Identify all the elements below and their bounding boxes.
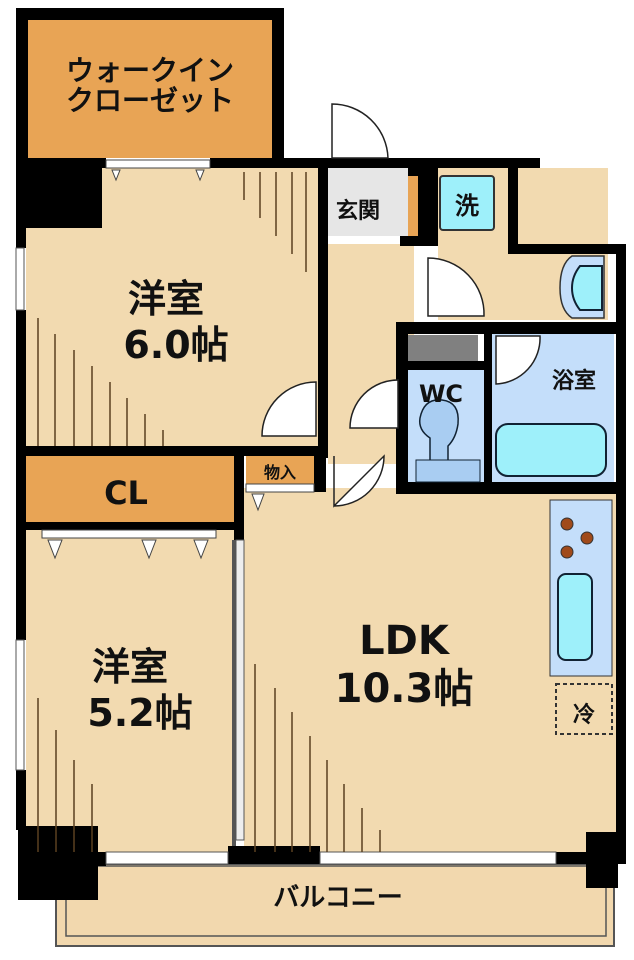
balcony-outline xyxy=(55,863,615,947)
floors xyxy=(26,18,616,852)
western-room-2-label: 洋室 xyxy=(92,645,168,689)
wash-basin-bowl xyxy=(570,265,603,311)
shoe-box xyxy=(408,176,418,236)
bath-door xyxy=(495,335,541,385)
balcony-label: バルコニー xyxy=(273,883,402,913)
window xyxy=(235,539,245,841)
room1-door xyxy=(261,381,317,437)
toilet-shelf xyxy=(408,335,478,361)
closet-doors xyxy=(41,159,315,560)
floor-lines xyxy=(37,172,381,852)
toilet-bowl xyxy=(418,399,459,463)
pillar xyxy=(18,160,102,228)
window xyxy=(15,247,25,311)
toilet-tank xyxy=(415,459,481,483)
refrigerator-label: 冷 xyxy=(573,702,595,728)
stove-burner xyxy=(560,545,574,559)
windows xyxy=(15,247,557,865)
stove-burner xyxy=(580,531,594,545)
ldk-label: LDK xyxy=(359,618,451,664)
storage-floor xyxy=(246,456,314,484)
bathroom-label: 浴室 xyxy=(552,368,596,394)
balcony xyxy=(55,863,615,947)
entrance-label: 玄関 xyxy=(336,198,380,224)
refrigerator-space xyxy=(555,683,613,735)
ldk-door xyxy=(333,454,385,508)
western-room-2-size: 5.2帖 xyxy=(87,691,192,735)
door-swings xyxy=(261,103,541,508)
closet-floor xyxy=(26,456,234,522)
hall-door xyxy=(349,379,399,429)
wash-door xyxy=(427,257,485,317)
window xyxy=(15,639,25,771)
kitchen-sink xyxy=(557,573,593,661)
walk-in-closet-label: ウォークイン xyxy=(66,54,234,87)
balcony-inner xyxy=(65,865,607,937)
western-room-1-size: 6.0帖 xyxy=(123,323,228,367)
window xyxy=(319,851,557,865)
pillar xyxy=(18,826,98,900)
washer-box xyxy=(439,175,495,231)
walk-in-closet-floor xyxy=(26,18,272,158)
ldk-size: 10.3帖 xyxy=(335,666,474,712)
bathtub xyxy=(495,423,607,477)
fixtures xyxy=(408,175,613,735)
walls xyxy=(16,8,626,900)
entrance-door xyxy=(331,103,389,159)
entrance-floor xyxy=(328,168,408,236)
storage-label: 物入 xyxy=(264,463,296,482)
stove-burner xyxy=(560,517,574,531)
western-room-1-label: 洋室 xyxy=(128,277,204,321)
labels: ウォークイン クローゼット 洋室 6.0帖 玄関 洗 浴室 WC CL 物入 洋… xyxy=(66,54,596,913)
walk-in-closet-label: クローゼット xyxy=(66,84,234,117)
washer-label: 洗 xyxy=(455,192,479,220)
window xyxy=(105,851,229,865)
toilet-label: WC xyxy=(419,380,463,408)
pillar xyxy=(586,832,618,888)
closet-label: CL xyxy=(104,474,148,512)
western-room-2-floor xyxy=(26,530,234,852)
